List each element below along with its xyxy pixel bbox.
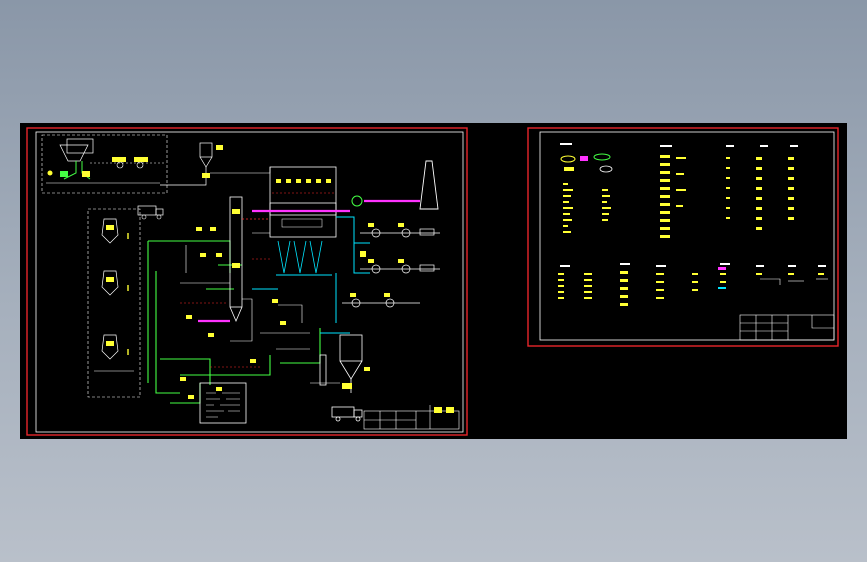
storage-tank-group: [87, 208, 141, 398]
water-lines: [252, 216, 370, 334]
sheet-border: [35, 131, 464, 433]
legend-entries: [558, 155, 824, 306]
truck-icon: [137, 205, 164, 220]
flue-gas-line: [198, 199, 420, 323]
cad-drawing-viewport[interactable]: [20, 123, 847, 439]
process-pipes: [180, 167, 340, 384]
silo-top-middle: [160, 142, 223, 186]
instrument-tags-right: [350, 223, 404, 297]
legend-sheet: [527, 127, 839, 347]
legend-symbols: [560, 153, 613, 173]
instrument-tags-left: [180, 227, 286, 399]
ash-silo: [319, 334, 363, 422]
absorber-tower: [229, 196, 270, 342]
legend-title-block: [739, 314, 835, 341]
title-block: [363, 405, 460, 430]
sheet-frame: [26, 127, 468, 436]
sheet-border: [539, 131, 835, 341]
sheet-frame: [527, 127, 839, 347]
control-cabinet: [199, 382, 247, 424]
chimney-icon: [419, 160, 439, 210]
hopper-group-top: [41, 134, 168, 194]
process-flow-sheet: [26, 127, 468, 436]
bag-filter-unit: [269, 166, 337, 276]
fan-icon: [351, 195, 363, 207]
pump-group-right: [342, 228, 440, 308]
